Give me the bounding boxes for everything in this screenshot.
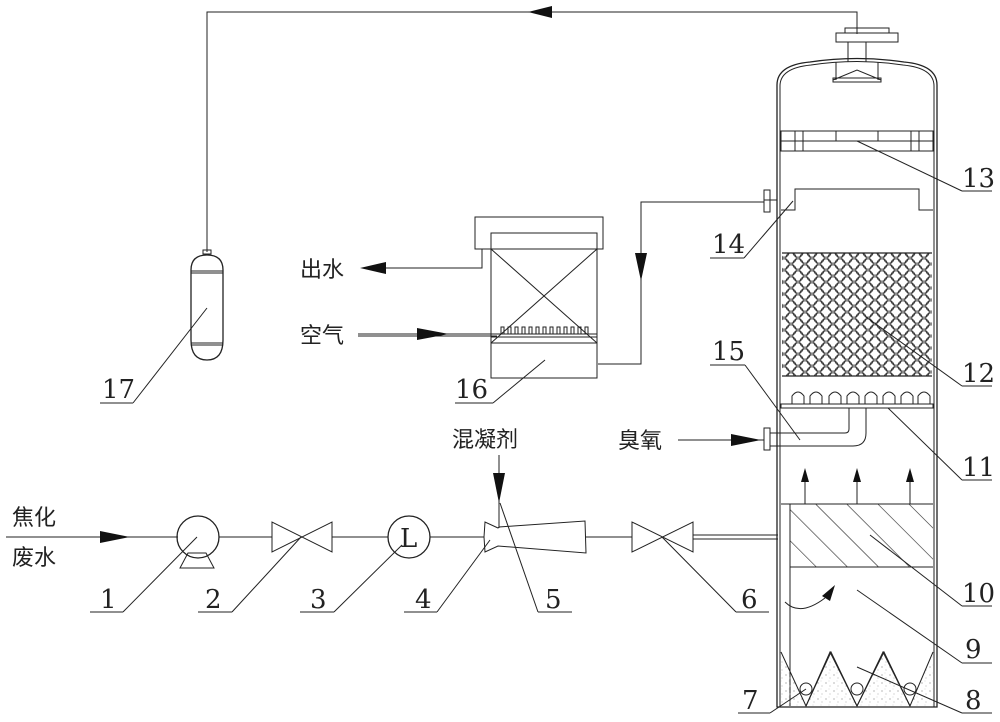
tail-gas-absorber bbox=[190, 249, 224, 361]
pump bbox=[176, 515, 272, 569]
label-7: 7 bbox=[742, 686, 759, 716]
leader-4: 4 bbox=[404, 539, 491, 615]
arrow-up-icon bbox=[801, 468, 809, 482]
reactor-column bbox=[776, 27, 938, 708]
reaction-zone: 9 bbox=[784, 585, 992, 665]
leader-2: 2 bbox=[198, 536, 302, 615]
label-9: 9 bbox=[965, 635, 982, 665]
leader-8: 8 bbox=[856, 666, 992, 716]
label-13: 13 bbox=[962, 164, 995, 194]
label-12: 12 bbox=[962, 359, 995, 389]
aerator-plate bbox=[780, 391, 934, 409]
upflow-arrows bbox=[801, 468, 914, 504]
curved-arrow-icon bbox=[822, 585, 835, 601]
label-10: 10 bbox=[962, 579, 995, 609]
label-15: 15 bbox=[712, 337, 745, 367]
air-label: 空气 bbox=[300, 324, 344, 349]
label-6: 6 bbox=[741, 585, 758, 615]
leader-14: 14 bbox=[710, 200, 794, 260]
leader-7: 7 bbox=[738, 686, 807, 716]
leader-5: 5 bbox=[499, 502, 572, 615]
flow-arrow-left-icon bbox=[528, 6, 552, 18]
outlet-line bbox=[598, 201, 764, 365]
label-8: 8 bbox=[965, 686, 982, 716]
flow-arrow-right-icon bbox=[731, 434, 761, 446]
arrow-up-icon bbox=[853, 468, 861, 482]
leader-1: 1 bbox=[90, 536, 198, 615]
biological-aerated-filter bbox=[474, 216, 604, 379]
flow-arrow-left-icon bbox=[360, 262, 386, 274]
leader-17: 17 bbox=[100, 307, 208, 405]
effluent-label: 出水 bbox=[300, 258, 344, 283]
flow-meter: L bbox=[387, 515, 484, 559]
leader-11: 11 bbox=[887, 407, 995, 483]
catalyst-packing bbox=[782, 252, 932, 377]
inclined-plate-settler bbox=[781, 503, 933, 706]
meter-symbol: L bbox=[400, 524, 417, 554]
label-3: 3 bbox=[310, 585, 327, 615]
label-5: 5 bbox=[545, 585, 562, 615]
effluent-line: 出水 bbox=[300, 249, 483, 283]
flow-arrow-right-icon bbox=[100, 531, 130, 543]
wastewater-label-1: 焦化 bbox=[12, 506, 56, 531]
nozzle bbox=[850, 682, 864, 696]
label-14: 14 bbox=[712, 230, 745, 260]
leader-6: 6 bbox=[661, 536, 769, 615]
leader-10: 10 bbox=[869, 534, 995, 609]
feed-line: 焦化 废水 bbox=[6, 506, 178, 571]
label-4: 4 bbox=[415, 585, 432, 615]
ozone-pipe: 臭氧 bbox=[618, 408, 867, 454]
leader-12: 12 bbox=[865, 316, 995, 389]
coagulant-inlet: 混凝剂 bbox=[452, 428, 518, 528]
nozzle bbox=[903, 682, 917, 696]
tail-gas-line bbox=[206, 6, 858, 252]
air-diffusers bbox=[500, 326, 589, 335]
label-2: 2 bbox=[205, 585, 222, 615]
wastewater-label-2: 废水 bbox=[12, 546, 56, 571]
leader-13: 13 bbox=[856, 140, 995, 194]
valve-6 bbox=[631, 521, 778, 553]
venturi-mixer bbox=[483, 520, 632, 554]
label-1: 1 bbox=[100, 585, 117, 615]
aerator-nozzles bbox=[791, 391, 931, 404]
label-11: 11 bbox=[962, 453, 995, 483]
label-17: 17 bbox=[102, 375, 135, 405]
arrow-up-icon bbox=[906, 468, 914, 482]
nozzle bbox=[799, 682, 813, 696]
valve-2 bbox=[271, 521, 388, 553]
coagulant-label: 混凝剂 bbox=[452, 428, 518, 453]
flow-arrow-down-icon bbox=[635, 253, 647, 281]
leader-15: 15 bbox=[710, 337, 801, 441]
sludge-zone bbox=[780, 650, 934, 708]
label-16: 16 bbox=[455, 375, 488, 405]
ozone-label: 臭氧 bbox=[618, 429, 662, 454]
flow-arrow-right-icon bbox=[417, 328, 449, 340]
overflow-weir bbox=[763, 188, 933, 213]
flow-arrow-down-icon bbox=[493, 473, 505, 503]
leader-3: 3 bbox=[300, 544, 403, 615]
leader-16: 16 bbox=[455, 359, 546, 405]
air-line: 空气 bbox=[300, 324, 497, 349]
